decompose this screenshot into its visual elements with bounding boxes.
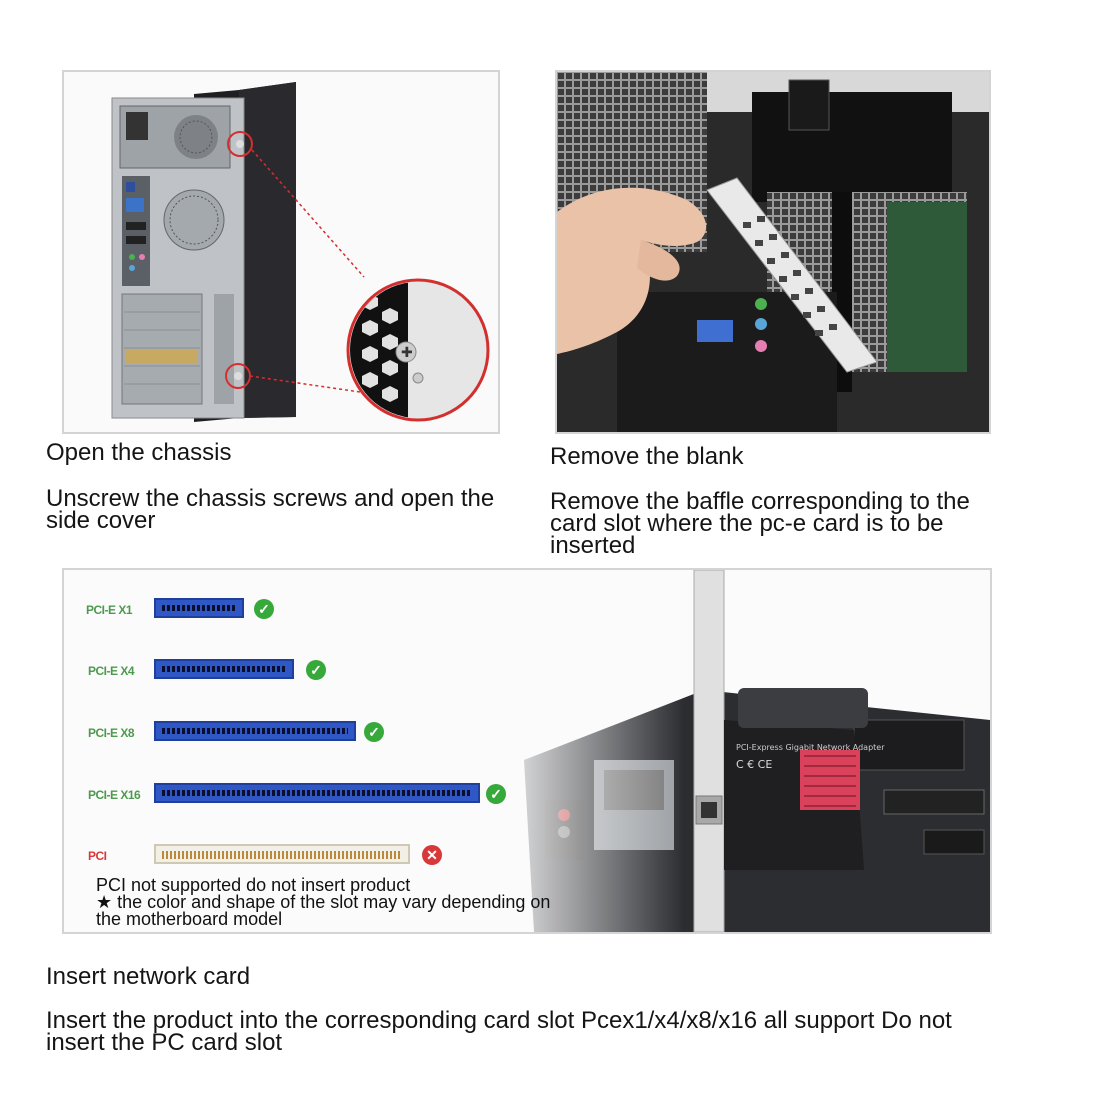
open-chassis-title: Open the chassis [46,439,232,466]
open-chassis-desc-1: Unscrew the chassis screws and open the [46,485,495,512]
remove-blank-desc-1: Remove the baffle corresponding to the [550,488,970,515]
slot-label-pcie-x4: PCI-E X4 [88,664,135,678]
remove-blank-image-panel [555,70,991,434]
remove-blank-illustration [557,72,989,432]
check-circle-icon: ✓ [306,660,326,680]
chassis-image-panel: ✚ [62,70,500,434]
insert-card-desc-2: insert the PC card slot [46,1029,283,1056]
check-circle-icon: ✓ [486,784,506,804]
network-card-illustration: PCI-Express Gigabit Network Adapter C € … [484,570,990,932]
insert-card-title: Insert network card [46,963,251,990]
chassis-illustration: ✚ [111,82,490,422]
card-label-text: PCI-Express Gigabit Network Adapter [736,743,885,752]
slot-label-pci: PCI [88,849,107,863]
remove-blank-desc-2: card slot where the pc-e card is to be [550,510,944,537]
remove-blank-title: Remove the blank [550,443,744,470]
svg-text:✚: ✚ [401,345,413,361]
note-motherboard-model: the motherboard model [96,909,283,929]
slot-label-pcie-x1: PCI-E X1 [86,603,133,617]
pcie-x1-slot [154,598,244,618]
note-slot-variation: ★ the color and shape of the slot may va… [96,892,551,912]
insert-card-desc-1: Insert the product into the correspondin… [46,1007,952,1034]
pci-slot [154,844,410,864]
remove-blank-desc-3: inserted [550,532,636,559]
check-circle-icon: ✓ [254,599,274,619]
pcie-x16-slot [154,783,480,803]
x-circle-icon: ✕ [422,845,442,865]
card-marks-text: C € CE [736,758,772,771]
pcie-x8-slot [154,721,356,741]
check-circle-icon: ✓ [364,722,384,742]
slot-compatibility-panel: PCI-Express Gigabit Network Adapter C € … [62,568,992,934]
open-chassis-desc-2: side cover [46,507,156,534]
pcie-x4-slot [154,659,294,679]
slot-label-pcie-x16: PCI-E X16 [88,788,141,802]
slot-label-pcie-x8: PCI-E X8 [88,726,135,740]
note-pci-not-supported: PCI not supported do not insert product [96,875,411,895]
